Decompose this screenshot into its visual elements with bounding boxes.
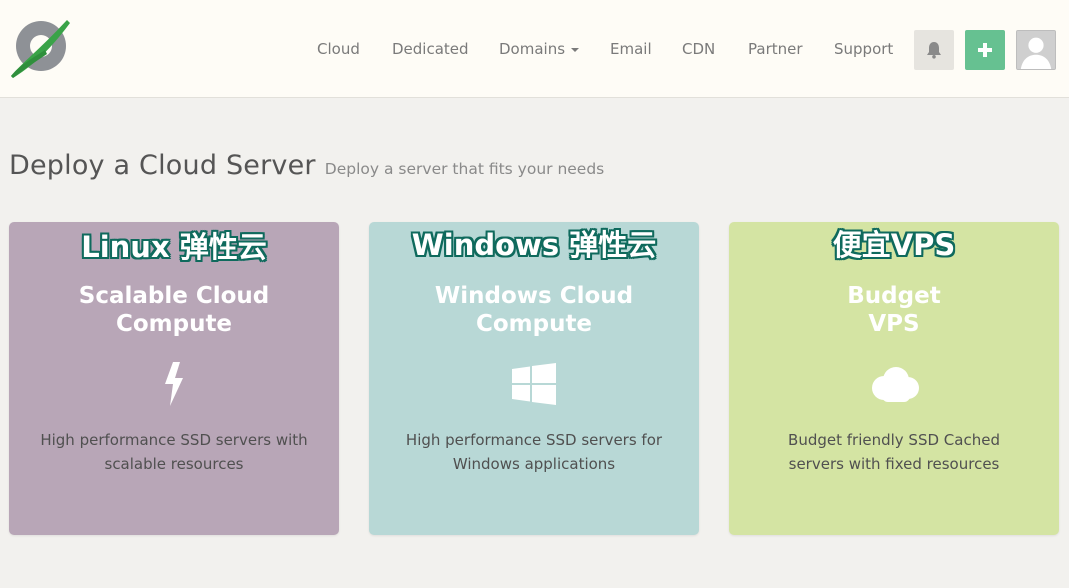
card-description-line-2: servers with fixed resources [788,455,1000,473]
cloud-icon [729,360,1059,408]
card-title-line-2: Compute [115,311,233,337]
card-description: High performance SSD servers with scalab… [29,428,319,476]
nav-link-support[interactable]: Support [834,40,894,58]
card-overlay-label: 便宜VPS [832,228,956,262]
card-description-line-1: High performance SSD servers for [405,431,663,449]
notifications-button[interactable] [914,30,954,70]
card-title-line-1: Windows Cloud [434,283,634,309]
card-title-line-2: Compute [475,311,593,337]
card-title-line-1: Scalable Cloud [78,283,270,309]
user-avatar-button[interactable] [1016,30,1056,70]
add-button[interactable] [965,30,1005,70]
card-title: Windows Cloud Compute [369,282,699,338]
nav-link-domains-label: Domains [499,40,566,58]
nav-link-email[interactable]: Email [610,40,652,58]
page-subtitle: Deploy a server that fits your needs [324,160,605,178]
card-budget-vps[interactable]: 便宜VPS Budget VPS Budget friendly SSD Cac… [729,222,1059,535]
card-windows-cloud-compute[interactable]: Windows 弹性云 Windows Cloud Compute High p… [369,222,699,535]
nav-link-cdn[interactable]: CDN [682,40,716,58]
nav-link-partner[interactable]: Partner [748,40,803,58]
card-description: Budget friendly SSD Cached servers with … [749,428,1039,476]
card-title: Budget VPS [729,282,1059,338]
card-description-line-2: Windows applications [452,455,616,473]
top-navbar: Cloud Dedicated Domains Email CDN Partne… [0,0,1069,98]
chevron-down-icon [571,47,580,52]
card-overlay-label: Windows 弹性云 [411,228,657,262]
nav-link-cloud[interactable]: Cloud [317,40,360,58]
card-title-line-2: VPS [868,311,920,337]
windows-logo-icon [369,360,699,408]
page-title: Deploy a Cloud Server [9,150,316,181]
card-scalable-cloud-compute[interactable]: Linux 弹性云 Scalable Cloud Compute High pe… [9,222,339,535]
card-title: Scalable Cloud Compute [9,282,339,338]
plus-icon [978,43,992,57]
card-description-line-1: Budget friendly SSD Cached [788,431,1000,449]
card-title-line-1: Budget [847,283,941,309]
nav-link-dedicated[interactable]: Dedicated [392,40,469,58]
card-description-line-1: High performance SSD servers with [40,431,308,449]
bell-icon [927,42,941,59]
lightning-bolt-icon [9,360,339,408]
user-avatar-icon [1017,31,1055,69]
nav-link-domains[interactable]: Domains [499,40,580,58]
card-description: High performance SSD servers for Windows… [389,428,679,476]
logo-icon[interactable] [9,14,73,78]
page-heading: Deploy a Cloud Server Deploy a server th… [9,150,604,181]
card-overlay-label: Linux 弹性云 [81,230,267,264]
card-description-line-2: scalable resources [104,455,244,473]
